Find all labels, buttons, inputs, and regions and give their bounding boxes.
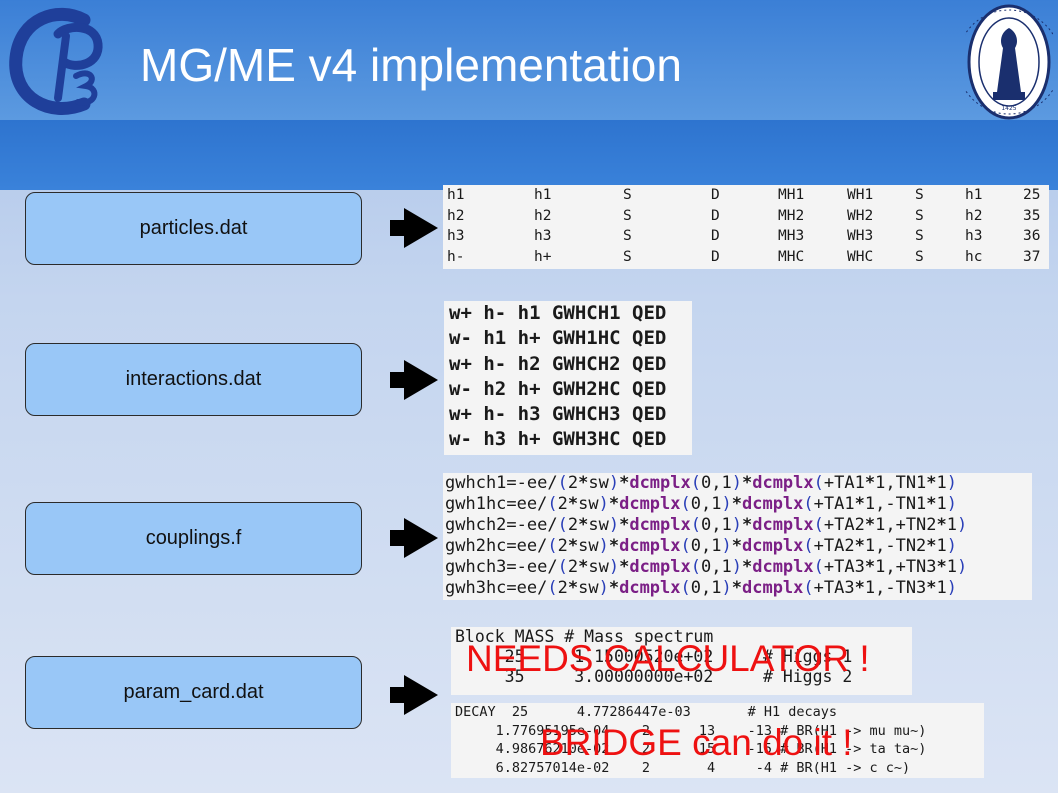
needs-calculator-annotation: NEEDS CALCULATOR ! [466, 638, 870, 679]
cell: 36 [1023, 228, 1041, 244]
cell: S [623, 187, 632, 203]
list-item: w- h1 h+ GWH1HC QED [449, 327, 667, 350]
cell: MH2 [778, 207, 805, 224]
bridge-annotation: BRIDGE can do it ! [540, 722, 853, 763]
cell: h+ [534, 248, 552, 265]
cp3-logo [9, 7, 103, 115]
cell: h1 [965, 187, 983, 203]
table-row: h1 h1 S D MH1 WH1 S h1 25 [443, 185, 1049, 206]
cell: h- [447, 248, 465, 265]
file-label: param_card.dat [123, 681, 264, 703]
header-lower-band [0, 120, 1058, 190]
list-item: w- h3 h+ GWH3HC QED [449, 428, 667, 451]
table-row: h3 h3 S D MH3 WH3 S h3 36 [443, 226, 1049, 247]
list-item: w+ h- h2 GWHCH2 QED [449, 352, 667, 375]
cell: h2 [965, 207, 983, 224]
cell: S [915, 228, 924, 244]
cell: D [711, 207, 720, 224]
file-box-interactions: interactions.dat [25, 343, 362, 416]
code-line: gwhch1=-ee/(2*sw)*dcmplx(0,1)*dcmplx(+TA… [445, 473, 958, 493]
cell: MHC [778, 248, 805, 265]
header-bar: MG/ME v4 implementation 1425 [0, 0, 1058, 190]
list-item: w+ h- h1 GWHCH1 QED [449, 302, 667, 324]
list-item: w- h2 h+ GWH2HC QED [449, 377, 667, 400]
cell: MH1 [778, 187, 805, 203]
file-box-particles: particles.dat [25, 192, 362, 265]
list-item: w+ h- h3 GWHCH3 QED [449, 403, 667, 426]
cell: 37 [1023, 248, 1041, 265]
header-top-band [0, 0, 1058, 120]
file-label: interactions.dat [125, 368, 262, 390]
cell: h2 [447, 207, 465, 224]
cell: 35 [1023, 207, 1041, 224]
right-arrow-icon [390, 208, 438, 248]
right-arrow-icon [390, 675, 438, 715]
cell: h3 [534, 228, 552, 244]
code-line: Block MASS # Mass spectrum [455, 627, 714, 646]
file-label: particles.dat [139, 217, 248, 239]
cell: S [623, 207, 632, 224]
code-line: 1.77695195e-04 2 13 -13 # BR(H1 -> mu mu… [455, 722, 927, 739]
cell: WH1 [847, 187, 874, 203]
cell: WHC [847, 248, 874, 265]
cell: h2 [534, 207, 552, 224]
cell: h3 [965, 228, 983, 244]
cell: h3 [447, 228, 465, 244]
cell: WH3 [847, 228, 874, 244]
code-line: 6.82757014e-02 2 4 -4 # BR(H1 -> c c~) [455, 759, 911, 776]
right-arrow-icon [390, 360, 438, 400]
code-line: 25 1.15000520e+02 # Higgs 1 [455, 647, 853, 666]
file-box-param-card: param_card.dat [25, 656, 362, 729]
mass-block: Block MASS # Mass spectrum 25 1.15000520… [451, 627, 912, 695]
code-line: DECAY 25 4.77286447e-03 # H1 decays [455, 704, 838, 720]
table-row: h2 h2 S D MH2 WH2 S h2 35 [443, 206, 1049, 227]
cell: S [915, 187, 924, 203]
code-line: gwhch3=-ee/(2*sw)*dcmplx(0,1)*dcmplx(+TA… [445, 557, 968, 577]
file-box-couplings: couplings.f [25, 502, 362, 575]
cell: S [915, 207, 924, 224]
cell: 25 [1023, 187, 1041, 203]
couplings-code: gwhch1=-ee/(2*sw)*dcmplx(0,1)*dcmplx(+TA… [443, 473, 1032, 600]
cell: hc [965, 248, 983, 265]
cell: h1 [534, 187, 552, 203]
table-row: h- h+ S D MHC WHC S hc 37 [443, 247, 1049, 268]
cell: S [915, 248, 924, 265]
cell: MH3 [778, 228, 805, 244]
cell: S [623, 228, 632, 244]
svg-text:1425: 1425 [1001, 105, 1016, 112]
decay-block: DECAY 25 4.77286447e-03 # H1 decays 1.77… [451, 703, 984, 778]
code-line: gwh2hc=ee/(2*sw)*dcmplx(0,1)*dcmplx(+TA2… [445, 536, 958, 556]
page-title: MG/ME v4 implementation [140, 39, 682, 91]
code-line: 35 3.00000000e+02 # Higgs 2 [455, 667, 853, 686]
cell: D [711, 248, 720, 265]
code-line: gwhch2=-ee/(2*sw)*dcmplx(0,1)*dcmplx(+TA… [445, 515, 968, 535]
cell: S [623, 248, 632, 265]
file-label: couplings.f [145, 527, 242, 549]
interactions-list: w+ h- h1 GWHCH1 QED w- h1 h+ GWH1HC QED … [444, 301, 692, 455]
cell: D [711, 187, 720, 203]
university-seal-icon: 1425 [965, 4, 1053, 120]
cell: WH2 [847, 207, 874, 224]
right-arrow-icon [390, 518, 438, 558]
code-line: gwh1hc=ee/(2*sw)*dcmplx(0,1)*dcmplx(+TA1… [445, 494, 958, 514]
code-line: 4.98676210e-02 2 15 -15 # BR(H1 -> ta ta… [455, 741, 927, 757]
cell: h1 [447, 187, 465, 203]
code-line: gwh3hc=ee/(2*sw)*dcmplx(0,1)*dcmplx(+TA3… [445, 578, 958, 598]
cell: D [711, 228, 720, 244]
particles-table: h1 h1 S D MH1 WH1 S h1 25 h2 h2 S D MH2 … [443, 185, 1049, 269]
